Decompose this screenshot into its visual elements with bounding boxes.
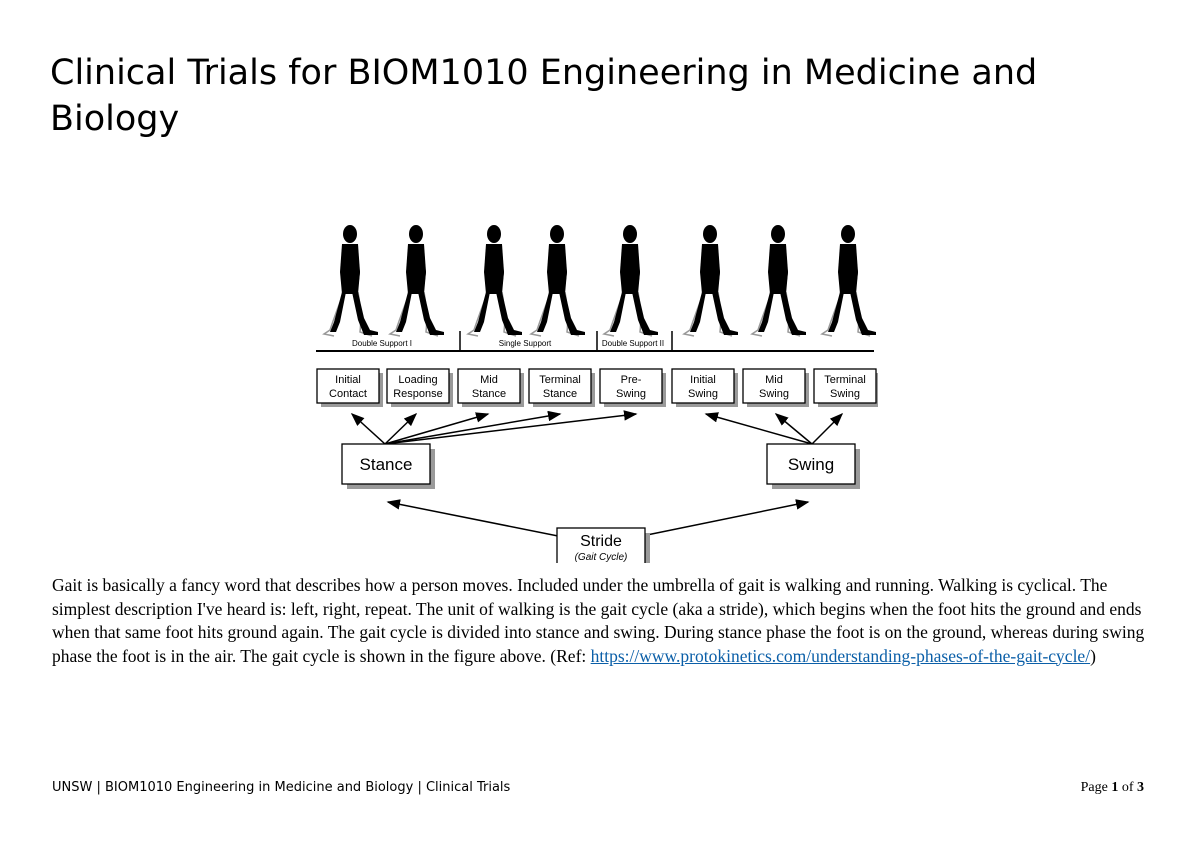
phase-box xyxy=(316,368,380,404)
stride-sublabel: (Gait Cycle) xyxy=(575,552,628,563)
walker-figure xyxy=(603,224,659,337)
page-title: Clinical Trials for BIOM1010 Engineering… xyxy=(50,53,1038,139)
walker-figure xyxy=(751,224,807,337)
swing-label: Swing xyxy=(788,455,834,474)
stance-box xyxy=(341,443,431,485)
page-current: 1 xyxy=(1111,780,1119,795)
phase-box xyxy=(813,368,877,404)
phase-box xyxy=(599,368,663,404)
phase-label: Loading xyxy=(398,374,437,386)
page-total: 3 xyxy=(1137,780,1144,795)
walker-figure xyxy=(530,224,586,337)
phase-label: Mid xyxy=(765,374,783,386)
phase-box xyxy=(742,368,806,404)
phase-label: Stance xyxy=(472,388,506,400)
page-word: Page xyxy=(1080,780,1108,795)
phase-label: Initial xyxy=(335,374,361,386)
phase-box xyxy=(386,368,450,404)
phase-box xyxy=(528,368,592,404)
phase-label: Stance xyxy=(543,388,577,400)
stride-box xyxy=(556,527,646,563)
footer-title: UNSW | BIOM1010 Engineering in Medicine … xyxy=(52,780,511,795)
phase-arrows xyxy=(350,410,844,445)
support-label: Single Support xyxy=(499,339,552,348)
walker-figure xyxy=(467,224,523,337)
phase-box xyxy=(671,368,735,404)
phase-label: Swing xyxy=(688,388,718,400)
stride-label: Stride xyxy=(580,533,622,550)
walker-figure xyxy=(683,224,739,337)
phase-label: Terminal xyxy=(824,374,866,386)
phase-label: Mid xyxy=(480,374,498,386)
walker-figure xyxy=(323,224,379,337)
stance-label: Stance xyxy=(360,455,413,474)
walker-figure xyxy=(389,224,445,337)
phase-label: Terminal xyxy=(539,374,581,386)
support-label: Double Support II xyxy=(602,339,664,348)
gait-phase-boxes: Initial Contact Loading Response Mid Sta… xyxy=(316,368,878,407)
walker-figure xyxy=(821,224,877,337)
swing-box xyxy=(766,443,856,485)
phase-label: Initial xyxy=(690,374,716,386)
phase-label: Contact xyxy=(329,388,367,400)
reference-link[interactable]: https://www.protokinetics.com/understand… xyxy=(590,645,1091,666)
support-label: Double Support I xyxy=(352,339,412,348)
paragraph-text: Gait is basically a fancy word that desc… xyxy=(52,575,1145,666)
page-number: Page 1 of 3 xyxy=(1081,780,1144,796)
phase-label: Swing xyxy=(759,388,789,400)
of-word: of xyxy=(1121,780,1134,795)
gait-cycle-figure: Double Support I Single Support Double S… xyxy=(312,218,878,563)
phase-label: Pre- xyxy=(621,374,642,386)
support-phase-bar: Double Support I Single Support Double S… xyxy=(316,331,874,352)
phase-box xyxy=(457,368,521,404)
phase-label: Response xyxy=(393,388,443,400)
walking-figures xyxy=(323,224,877,337)
phase-label: Swing xyxy=(616,388,646,400)
body-paragraph: Gait is basically a fancy word that desc… xyxy=(52,574,1152,668)
stride-arrows xyxy=(386,499,810,537)
paragraph-closing: ) xyxy=(1090,645,1096,666)
phase-label: Swing xyxy=(830,388,860,400)
